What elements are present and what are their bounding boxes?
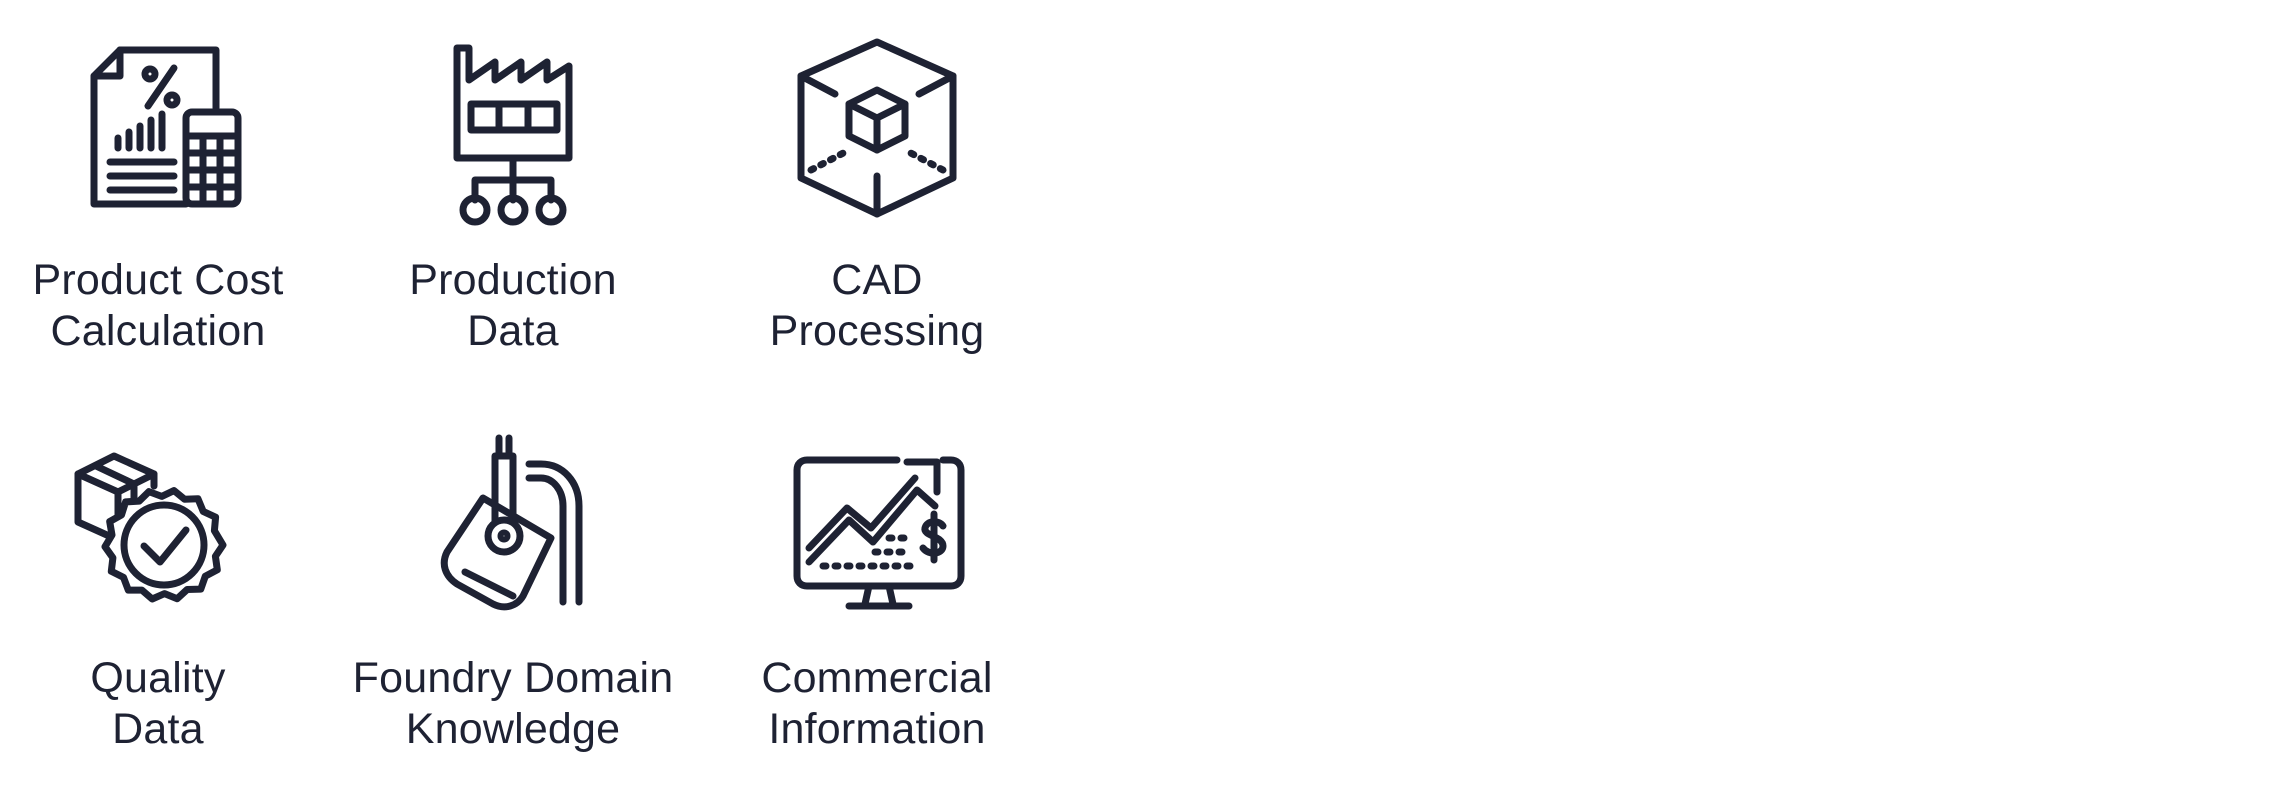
factory-network-icon: [413, 28, 613, 228]
tile-foundry-domain-knowledge: Foundry Domain Knowledge: [323, 398, 703, 778]
tile-label: CAD Processing: [687, 255, 1067, 357]
label-line-2: Calculation: [50, 307, 266, 355]
tile-label: Product Cost Calculation: [0, 255, 348, 357]
label-line-2: Processing: [769, 307, 985, 355]
label-line-1: Commercial: [761, 654, 993, 702]
tile-cad-processing: CAD Processing: [687, 0, 1067, 380]
label-line-1: CAD: [831, 256, 923, 304]
tile-production-data: Production Data: [323, 0, 703, 380]
label-line-2: Data: [467, 307, 559, 355]
tile-label: Foundry Domain Knowledge: [323, 653, 703, 755]
cad-cube-icon: [777, 28, 977, 228]
label-line-1: Production: [409, 256, 617, 304]
label-line-2: Data: [112, 705, 204, 753]
label-line-1: Foundry Domain: [352, 654, 674, 702]
tile-label: Production Data: [323, 255, 703, 357]
tile-label: Quality Data: [0, 653, 348, 755]
cost-calculation-icon: [58, 28, 258, 228]
tile-commercial-information: Commercial Information: [687, 398, 1067, 778]
label-line-2: Knowledge: [405, 705, 621, 753]
commercial-monitor-icon: [777, 426, 977, 626]
label-line-1: Quality: [90, 654, 226, 702]
tile-label: Commercial Information: [687, 653, 1067, 755]
tile-quality-data: Quality Data: [0, 398, 348, 778]
tile-product-cost-calculation: Product Cost Calculation: [0, 0, 348, 380]
foundry-ladle-icon: [413, 426, 613, 626]
quality-badge-icon: [58, 426, 258, 626]
label-line-2: Information: [768, 705, 986, 753]
label-line-1: Product Cost: [32, 256, 284, 304]
